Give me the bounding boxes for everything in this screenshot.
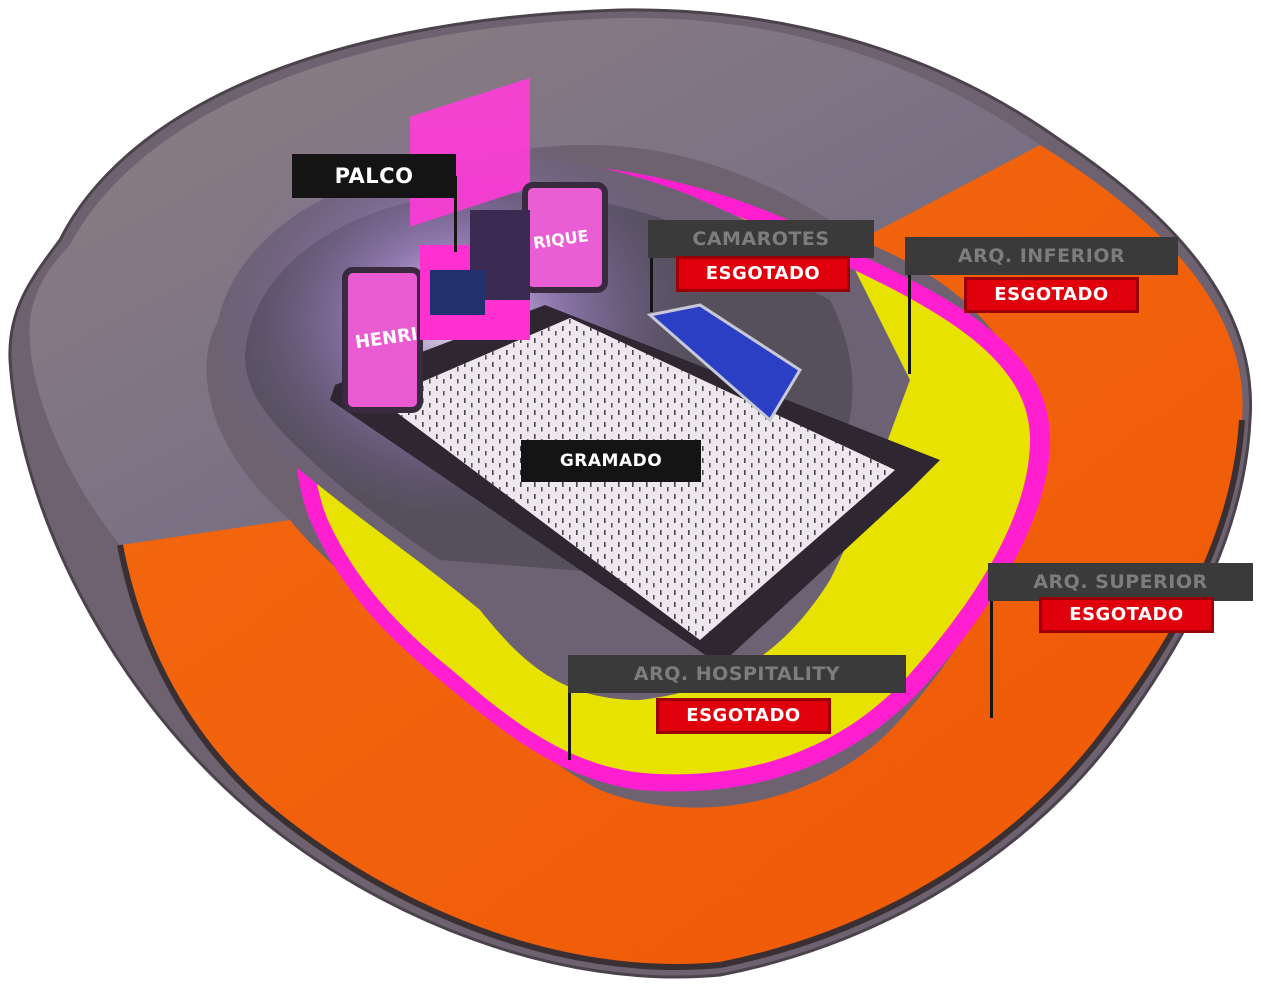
arq-hospitality-pointer <box>568 680 571 760</box>
camarotes-pointer <box>650 250 653 312</box>
section-label-palco[interactable]: PALCO <box>292 154 456 198</box>
status-badge-arq-inferior: ESGOTADO <box>964 277 1139 313</box>
status-badge-camarotes: ESGOTADO <box>676 256 850 292</box>
section-label-camarotes[interactable]: CAMAROTES <box>648 220 874 258</box>
camarote-box <box>646 303 803 423</box>
palco-pointer <box>454 176 457 252</box>
section-label-arq-superior[interactable]: ARQ. SUPERIOR <box>988 563 1253 601</box>
section-label-arq-inferior[interactable]: ARQ. INFERIOR <box>905 237 1178 275</box>
stage-structure <box>342 77 608 413</box>
status-badge-arq-hospitality: ESGOTADO <box>656 698 831 734</box>
section-label-gramado[interactable]: GRAMADO <box>521 440 701 482</box>
arq-superior-pointer <box>990 585 993 718</box>
arq-inferior-pointer <box>908 256 911 374</box>
upper-ring-roof <box>29 17 1040 546</box>
section-label-arq-hospitality[interactable]: ARQ. HOSPITALITY <box>568 655 906 693</box>
status-badge-arq-superior: ESGOTADO <box>1039 597 1214 633</box>
upper-ring-orange <box>120 145 1243 968</box>
